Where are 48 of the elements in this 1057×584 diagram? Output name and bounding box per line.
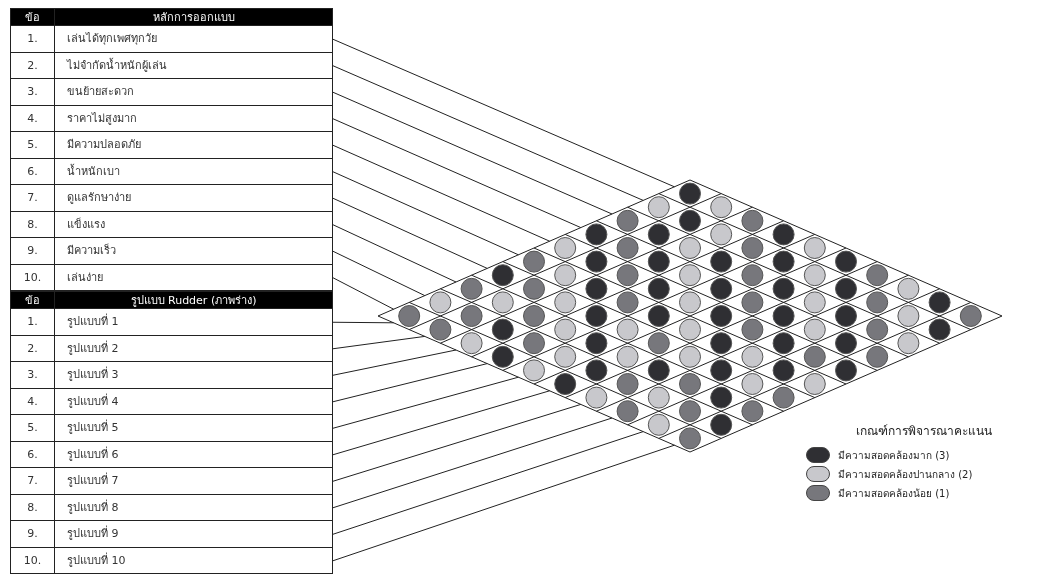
legend-label: มีความสอดคล้องน้อย (1) (838, 486, 950, 501)
table-cell: รูปแบบที่ 5 (55, 415, 333, 442)
header-cell: หลักการออกแบบ (55, 8, 333, 26)
table-cell: เล่นง่าย (55, 264, 333, 291)
header-cell: ข้อ (10, 8, 55, 26)
table-cell: รูปแบบที่ 9 (55, 521, 333, 548)
table-cell: รูปแบบที่ 10 (55, 547, 333, 574)
table-cell: 9. (10, 238, 55, 265)
table-cell: 5. (10, 132, 55, 159)
table-cell: รูปแบบที่ 2 (55, 335, 333, 362)
header-cell: รูปแบบ Rudder (ภาพร่าง) (55, 291, 333, 309)
table-cell: 1. (10, 26, 55, 53)
table-cell: 1. (10, 309, 55, 336)
table-cell: มีความเร็ว (55, 238, 333, 265)
legend-title: เกณฑ์การพิจารณาคะแนน (856, 423, 992, 440)
table-cell: 4. (10, 388, 55, 415)
header-cell: ข้อ (10, 291, 55, 309)
table-cell: ขนย้ายสะดวก (55, 79, 333, 106)
table-cell: เล่นได้ทุกเพศทุกวัย (55, 26, 333, 53)
table-cell: รูปแบบที่ 1 (55, 309, 333, 336)
table-cell: 2. (10, 52, 55, 79)
table-cell: รูปแบบที่ 3 (55, 362, 333, 389)
legend-label: มีความสอดคล้องปานกลาง (2) (838, 467, 973, 482)
table-cell: ดูแลรักษาง่าย (55, 185, 333, 212)
table-cell: รูปแบบที่ 6 (55, 441, 333, 468)
legend-label: มีความสอดคล้องมาก (3) (838, 448, 950, 463)
table-cell: 7. (10, 185, 55, 212)
table-cell: รูปแบบที่ 4 (55, 388, 333, 415)
table-cell: 8. (10, 211, 55, 238)
table-cell: น้ำหนักเบา (55, 158, 333, 185)
table-cell: 10. (10, 547, 55, 574)
table-cell: มีความปลอดภัย (55, 132, 333, 159)
table-cell: 6. (10, 158, 55, 185)
table-cell: 2. (10, 335, 55, 362)
table-cell: 6. (10, 441, 55, 468)
table-cell: 10. (10, 264, 55, 291)
table-cell: 5. (10, 415, 55, 442)
table-cell: 8. (10, 494, 55, 521)
table-cell: ราคาไม่สูงมาก (55, 105, 333, 132)
table-cell: รูปแบบที่ 8 (55, 494, 333, 521)
table-cell: ไม่จำกัดน้ำหนักผู้เล่น (55, 52, 333, 79)
table-cell: 3. (10, 79, 55, 106)
table-cell: 9. (10, 521, 55, 548)
table-cell: 3. (10, 362, 55, 389)
table-cell: รูปแบบที่ 7 (55, 468, 333, 495)
table-cell: แข็งแรง (55, 211, 333, 238)
table-cell: 4. (10, 105, 55, 132)
table-cell: 7. (10, 468, 55, 495)
